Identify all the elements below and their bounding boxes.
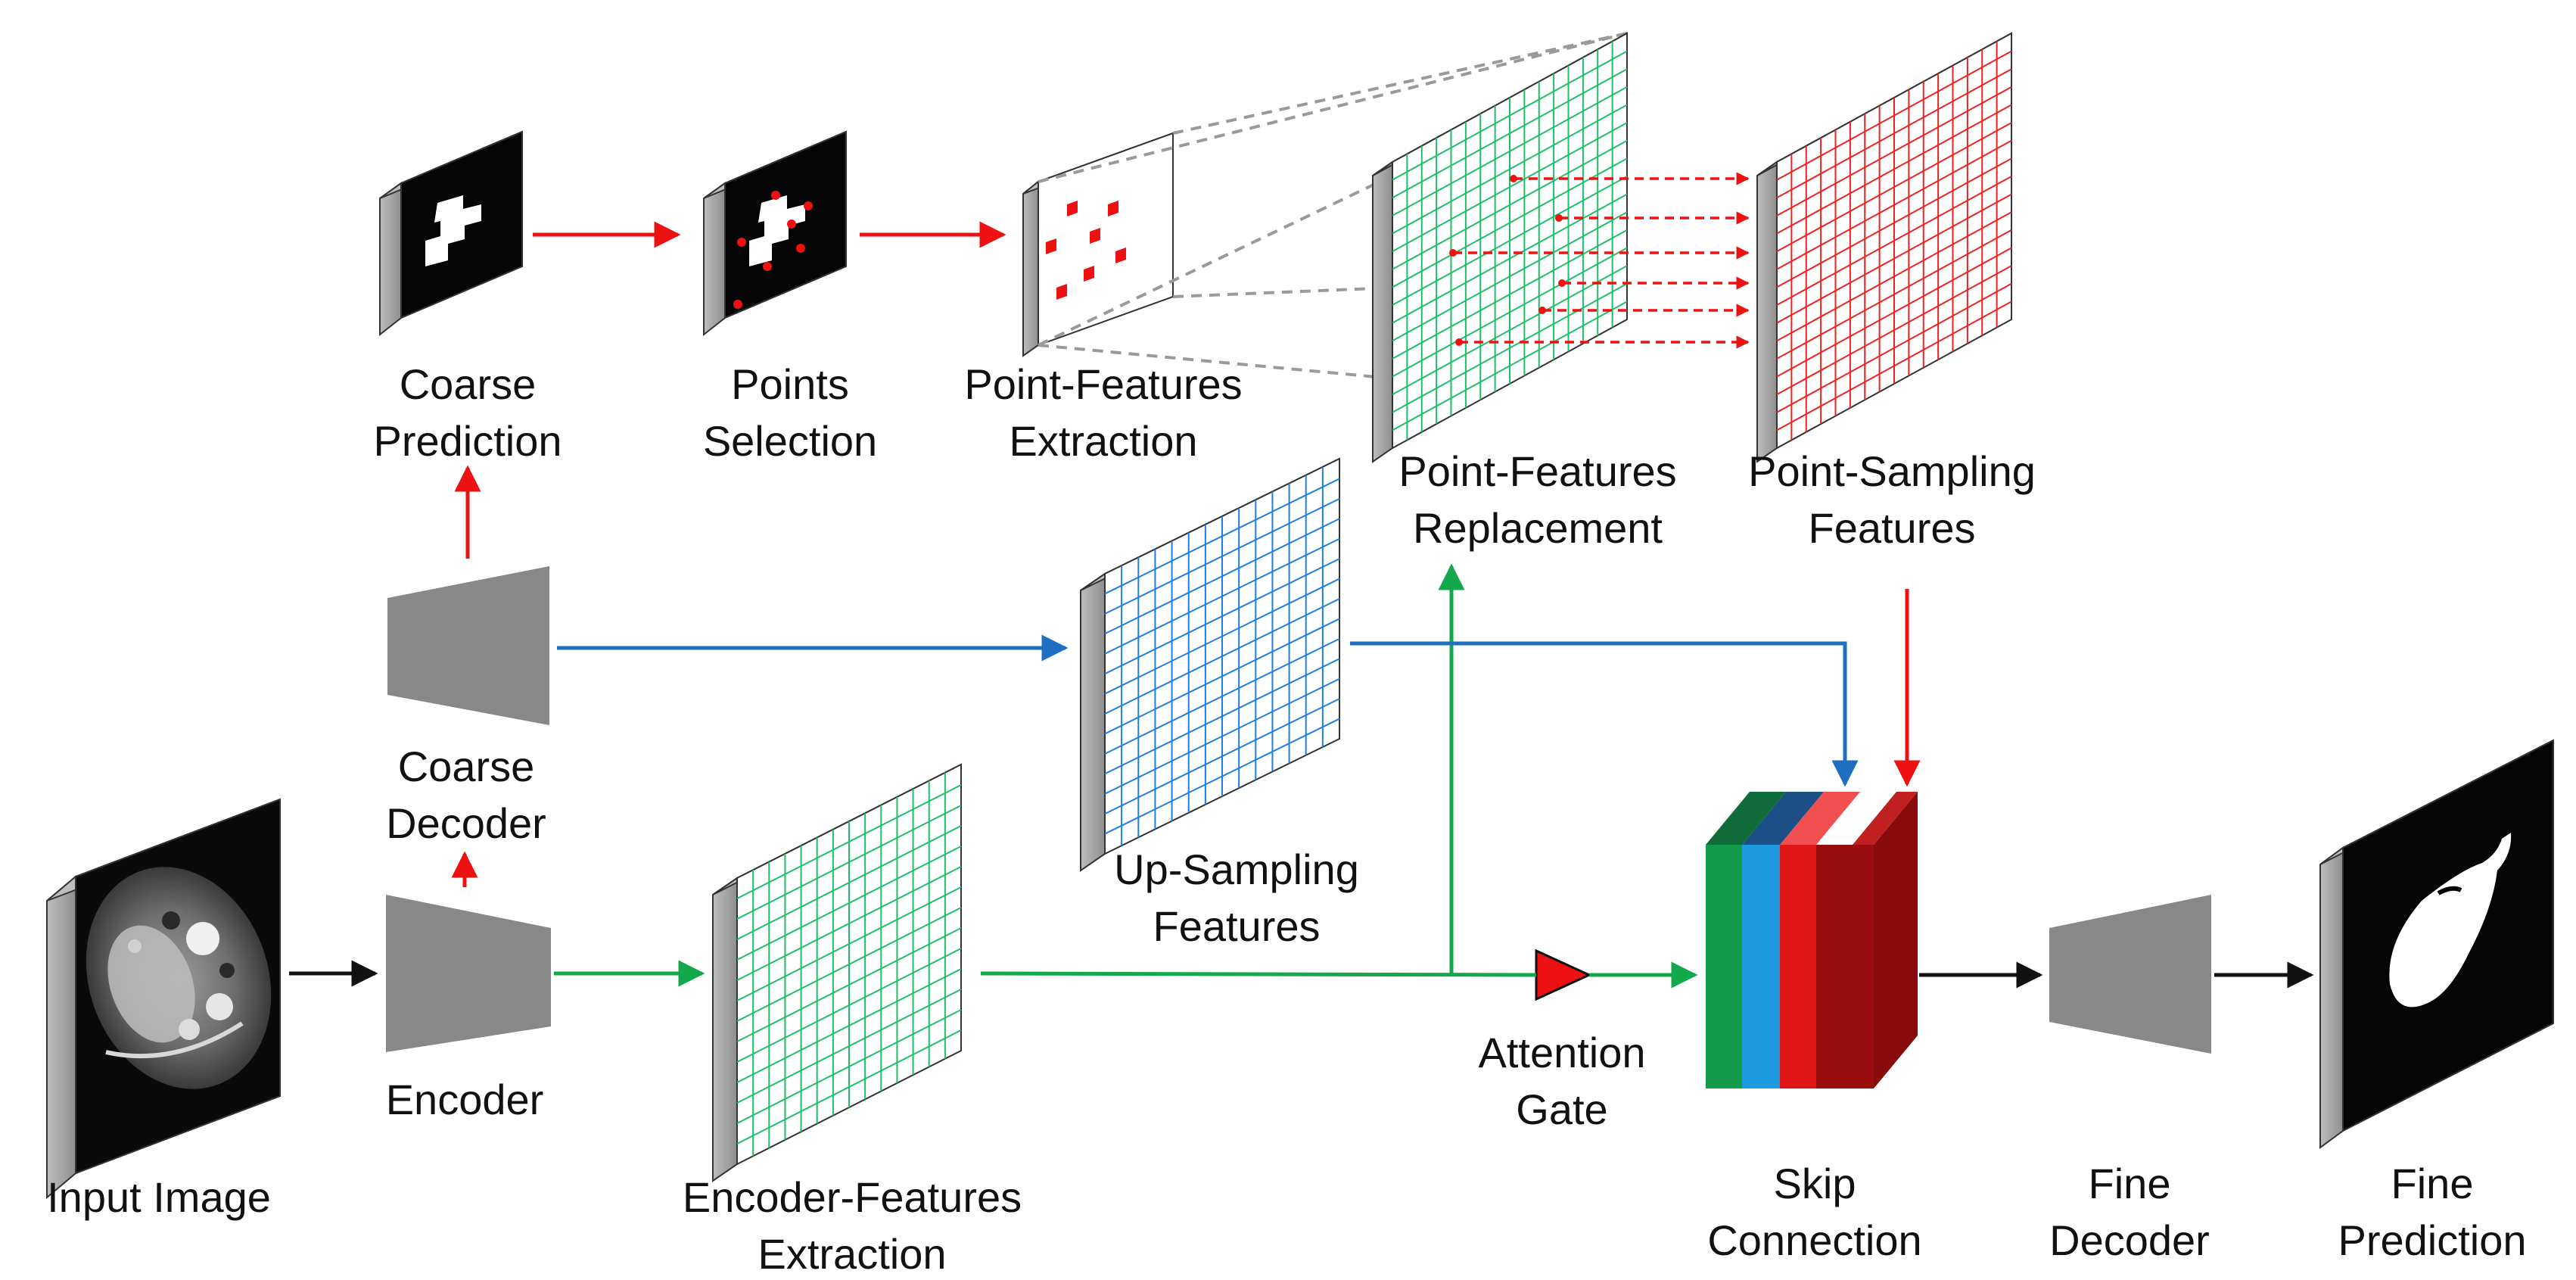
skip-connection-label-line1: Skip bbox=[1774, 1160, 1856, 1207]
arrow-up-sampling-to-skip bbox=[1350, 641, 1859, 787]
up-sampling-features-label-line1: Up-Sampling bbox=[1114, 846, 1359, 893]
projection-dashed-lines bbox=[1038, 32, 1628, 380]
point-features-extraction-label-line2: Extraction bbox=[1010, 417, 1198, 465]
coarse-prediction-label-line2: Prediction bbox=[373, 417, 562, 465]
input-image-label: Input Image bbox=[47, 1173, 271, 1221]
point-features-replacement-label-line1: Point-Features bbox=[1398, 447, 1676, 495]
fine-prediction-label-line1: Fine bbox=[2391, 1160, 2474, 1207]
points-selection-panel bbox=[703, 130, 847, 337]
replacement-grid bbox=[1392, 41, 1628, 441]
coarse-decoder-label-line1: Coarse bbox=[398, 743, 535, 790]
point-features-replacement-panel bbox=[1372, 32, 1628, 463]
encoder-features-grid bbox=[736, 772, 962, 1157]
point-sampling-features-label-line2: Features bbox=[1809, 504, 1976, 552]
points-selection-label-line1: Points bbox=[731, 360, 849, 408]
input-image-panel bbox=[46, 798, 281, 1200]
points-selection-label-line2: Selection bbox=[703, 417, 877, 465]
encoder-features-extraction-panel bbox=[712, 763, 962, 1182]
attention-gate-label-line2: Gate bbox=[1516, 1085, 1607, 1133]
skip-connection-label-line2: Connection bbox=[1707, 1216, 1921, 1264]
coarse-decoder-label-line2: Decoder bbox=[386, 799, 546, 847]
selected-points bbox=[733, 191, 813, 309]
up-sampling-features-label-line2: Features bbox=[1153, 902, 1321, 950]
ct-scan-image bbox=[86, 867, 272, 1089]
extracted-point-features bbox=[1046, 201, 1126, 300]
skip-connection-stack bbox=[1706, 792, 1918, 1088]
attention-gate-triangle bbox=[1535, 948, 1592, 1001]
point-transfer-sources bbox=[1449, 175, 1566, 346]
attention-gate-label-line1: Attention bbox=[1478, 1029, 1645, 1076]
point-sampling-features-label-line1: Point-Sampling bbox=[1748, 447, 2036, 495]
arrow-encoder-features-to-attention-gate bbox=[980, 971, 1537, 977]
up-sampling-grid bbox=[1104, 466, 1340, 846]
point-features-replacement-label-line2: Replacement bbox=[1413, 504, 1663, 552]
point-features-extraction-label-line1: Point-Features bbox=[964, 360, 1242, 408]
fine-mask-shape bbox=[2389, 833, 2512, 1007]
fine-prediction-label-line2: Prediction bbox=[2338, 1216, 2526, 1264]
coarse-mask-shape bbox=[425, 195, 481, 266]
point-sampling-features-panel bbox=[1756, 32, 2012, 463]
coarse-prediction-panel bbox=[379, 130, 523, 337]
fine-decoder-label-line2: Decoder bbox=[2049, 1216, 2210, 1264]
point-features-extraction-panel bbox=[1022, 132, 1174, 357]
fine-decoder-label-line1: Fine bbox=[2089, 1160, 2171, 1207]
encoder-block bbox=[386, 895, 551, 1052]
up-sampling-features-panel bbox=[1080, 457, 1340, 872]
sampling-grid bbox=[1776, 41, 2012, 441]
encoder-label: Encoder bbox=[386, 1076, 544, 1123]
coarse-prediction-label-line1: Coarse bbox=[400, 360, 537, 408]
fine-decoder-block bbox=[2049, 895, 2211, 1054]
encoder-features-extraction-label-line2: Extraction bbox=[758, 1230, 947, 1278]
encoder-features-extraction-label-line1: Encoder-Features bbox=[683, 1173, 1022, 1221]
point-transfer-arrows bbox=[1453, 172, 1750, 349]
coarse-decoder-block bbox=[387, 566, 549, 725]
fine-prediction-panel bbox=[2319, 739, 2554, 1149]
